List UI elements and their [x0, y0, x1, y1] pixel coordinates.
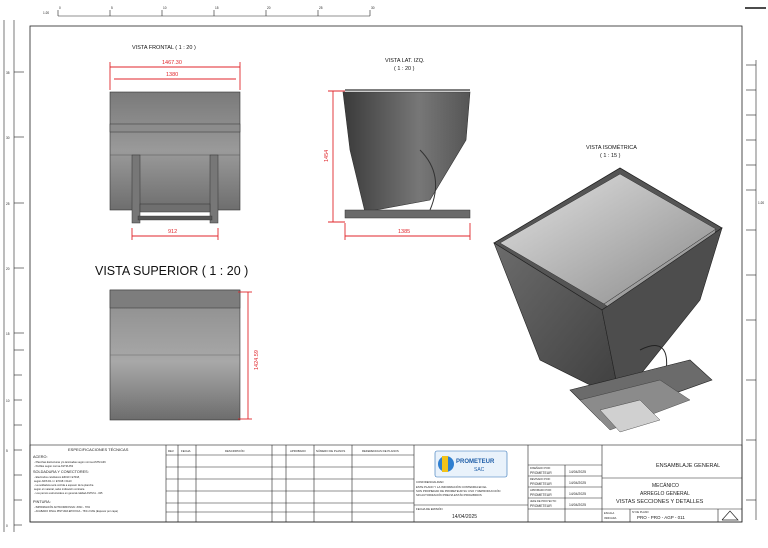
- left-ruler: 35 30 25 20 15 10 5 0: [3, 20, 24, 532]
- top-ruler-tick: 20: [267, 6, 271, 10]
- signature-role: DISEÑADO POR:: [530, 465, 551, 470]
- logo-text: PROMETEUR: [456, 459, 495, 465]
- drawing-number-label: Nº DE PLANO: [632, 510, 649, 514]
- top-view-title: VISTA SUPERIOR ( 1 : 20 ): [95, 264, 248, 278]
- signature-date: 14/04/2025: [569, 503, 586, 507]
- front-dim-inner: 1380: [166, 72, 178, 78]
- left-ruler-tick: 10: [6, 399, 10, 403]
- side-view-scale: ( 1 : 20 ): [394, 66, 415, 72]
- front-view: VISTA FRONTAL ( 1 : 20 ) 1467.30 1380 91…: [109, 45, 241, 240]
- specs-line: - Planchas Estructuras y/o laminadas seg…: [34, 460, 106, 464]
- scale-label: 1:20: [43, 11, 49, 15]
- left-side-view: VISTA LAT. IZQ. ( 1 : 20 ) 1454 1385: [324, 58, 471, 240]
- specs-line: según el material, salvo indicación cont…: [34, 487, 85, 491]
- isometric-view: VISTA ISOMÉTRICA ( 1 : 15 ): [493, 144, 723, 433]
- specs-line: según AWS D1.1 / E7018 / 6A10: [34, 479, 72, 483]
- iso-view-title: VISTA ISOMÉTRICA: [586, 144, 637, 151]
- signature-name: PROMETEUR: [530, 504, 552, 508]
- left-ruler-tick: 5: [6, 449, 8, 453]
- specs-heading-steel: ACERO:: [33, 455, 48, 459]
- specs-line: - Los pernos estructurales en general ca…: [34, 491, 103, 495]
- issue-date: 14/04/2025: [452, 514, 477, 520]
- top-dim-side: 1424.59: [254, 350, 260, 370]
- right-ruler: 1:20: [746, 60, 764, 520]
- signature-role: JEFE DE PROYECTO:: [530, 499, 557, 503]
- signature-date: 14/04/2025: [569, 481, 586, 485]
- left-ruler-tick: 35: [6, 71, 10, 75]
- signature-name: PROMETEUR: [530, 471, 552, 475]
- left-ruler-tick: 20: [6, 267, 10, 271]
- notice-title: CONFIDENCIALIDAD: [416, 480, 444, 484]
- top-ruler-tick: 15: [215, 6, 219, 10]
- logo-sub: SAC: [474, 467, 485, 473]
- iso-view-scale: ( 1 : 15 ): [600, 153, 621, 159]
- specs-line: - Electrodos celulósicos E6010 / E7018,: [34, 475, 80, 479]
- specs-title: ESPECIFICACIONES TÉCNICAS: [68, 447, 129, 452]
- specs-heading-paint: PINTURA:: [33, 500, 51, 504]
- scale-field-label: ESCALA: [604, 511, 615, 515]
- signature-date: 14/04/2025: [569, 492, 586, 496]
- front-view-title: VISTA FRONTAL ( 1 : 20 ): [132, 45, 196, 51]
- top-ruler-tick: 10: [163, 6, 167, 10]
- rev-header: REFERENCIAS DE PLANOS: [362, 449, 399, 453]
- specs-line: - ACABADO FINAL PINTURA EPOXICA - 76% 2 …: [34, 509, 118, 513]
- company-logo: PROMETEUR SAC: [434, 450, 508, 478]
- scale-field: INDICADA: [604, 516, 617, 520]
- top-ruler-tick: 5: [111, 6, 113, 10]
- specs-line: - IMPRIMACIÓN ANTICORROSIVA: ZINC - 70%: [34, 504, 91, 509]
- revision-triangle-icon: [721, 510, 739, 521]
- top-ruler-tick: 25: [319, 6, 323, 10]
- signature-name: PROMETEUR: [530, 493, 552, 497]
- rev-header: DESCRIPCIÓN: [225, 448, 244, 453]
- rev-header: FECHA: [181, 449, 191, 453]
- top-ruler-tick: 30: [371, 6, 375, 10]
- left-ruler-tick: 25: [6, 202, 10, 206]
- specs-line: - Perfiles según norma ASTM A53: [34, 464, 74, 468]
- right-ruler-scale: 1:20: [758, 201, 764, 205]
- notice-line: SON PROPIEDAD DE PROMETEUR SU USO Y REPR…: [416, 488, 500, 493]
- front-dim-bottom: 912: [168, 229, 177, 235]
- signature-date: 14/04/2025: [569, 470, 586, 474]
- specs-heading-welding: SOLDADURA Y CONECTORES:: [33, 470, 89, 474]
- notice-line: SIN AUTORIZACIÓN PREVIA ESTÁN PROHIBIDOS: [416, 492, 482, 497]
- project-title: ENSAMBLAJE GENERAL: [656, 463, 720, 469]
- specs-line: - La soldadura será corrida a espesor de…: [34, 483, 94, 487]
- rev-header: APROBADO: [290, 449, 307, 453]
- front-dim-overall: 1467.30: [162, 60, 182, 66]
- drawing-title-3: VISTAS SECCIONES Y DETALLES: [616, 499, 704, 505]
- signature-role: APROBADO POR:: [530, 488, 552, 492]
- signature-role: REVISADO POR:: [530, 477, 551, 481]
- side-view-title: VISTA LAT. IZQ.: [385, 58, 425, 64]
- left-ruler-tick: 0: [6, 524, 8, 528]
- signature-name: PROMETEUR: [530, 482, 552, 486]
- drawing-number: PRO - PRO - AGP - 011: [637, 515, 685, 520]
- notice-line: ESTE PLANO Y LA INFORMACIÓN CONTENIDA EN…: [416, 484, 487, 489]
- top-view: VISTA SUPERIOR ( 1 : 20 ) 1424.59: [95, 264, 260, 421]
- rev-header: REV.: [168, 449, 174, 453]
- title-block: ESPECIFICACIONES TÉCNICAS ACERO: - Planc…: [29, 444, 743, 523]
- side-dim-height: 1454: [324, 150, 330, 162]
- rev-header: NÚMERO DE PLANOS: [316, 448, 345, 453]
- side-dim-bottom: 1385: [398, 229, 410, 235]
- drawing-title-2: ARREGLO GENERAL: [640, 491, 690, 497]
- discipline: MECÁNICO: [652, 482, 679, 489]
- left-ruler-tick: 15: [6, 332, 10, 336]
- date-label: FECHA DE EMISIÓN: [416, 506, 443, 511]
- top-ruler-tick: 0: [59, 6, 61, 10]
- left-ruler-tick: 30: [6, 136, 10, 140]
- top-ruler: 1:20 0 5 10 15 20 25 30: [43, 6, 766, 17]
